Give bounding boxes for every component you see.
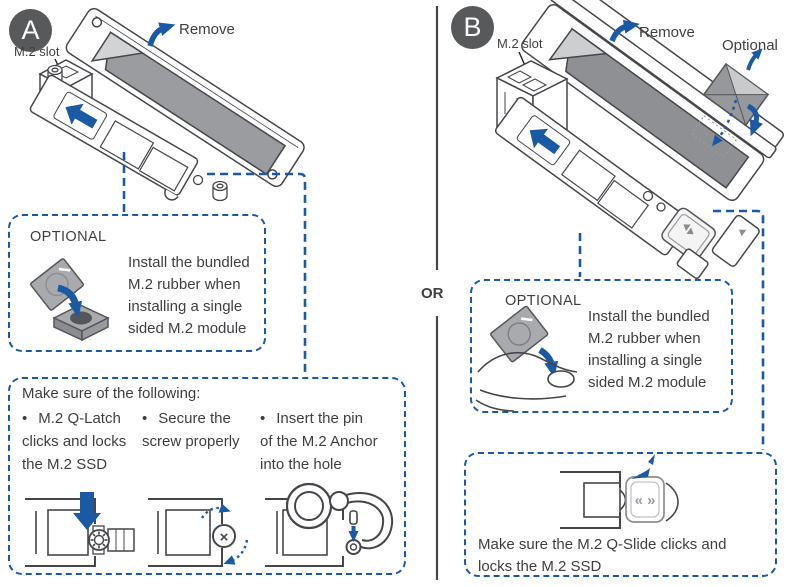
fold-arrow-icon: [746, 103, 763, 137]
ssd-b: [494, 96, 691, 256]
checklist-item-qlatch: • M.2 Q-Latch clicks and locks the M.2 SS…: [22, 407, 140, 476]
step-b-badge: B: [451, 6, 494, 49]
optional-label-b: Optional: [722, 37, 778, 54]
m2-slot-label-b: M.2 slot: [497, 36, 543, 51]
qslide-box-b: [464, 452, 777, 577]
optional-text-b-line: installing a single: [588, 352, 703, 369]
optional-text-a-line: sided M.2 module: [128, 320, 247, 337]
or-label: OR: [421, 285, 444, 302]
remove-arrow-a-icon: [147, 22, 176, 47]
optional-text-a-line: Install the bundled: [128, 254, 250, 271]
optional-text-a-line: M.2 rubber when: [128, 276, 241, 293]
qslide-text-line: Make sure the M.2 Q-Slide clicks and: [478, 536, 727, 553]
standoff-a-1: [47, 64, 63, 85]
checklist-line: of the M.2 Anchor: [260, 433, 378, 450]
checklist-line: clicks and locks: [22, 433, 127, 450]
optional-text-a: Install the bundled M.2 rubber when inst…: [128, 252, 260, 340]
optional-text-a-line: installing a single: [128, 298, 243, 315]
optional-title-b: OPTIONAL: [505, 293, 582, 309]
remove-arrow-b-icon: [609, 19, 640, 43]
ssd-a-screw-hole: [192, 174, 204, 186]
remove-label-b: Remove: [639, 24, 695, 41]
optional-text-b: Install the bundled M.2 rubber when inst…: [588, 306, 724, 394]
bullet-icon: •: [142, 410, 148, 427]
checklist-line: the M.2 SSD: [22, 456, 108, 473]
m2-slot-pointer-b: [518, 51, 534, 82]
optional-box-a: [8, 214, 266, 352]
bullet-icon: •: [260, 410, 266, 427]
checklist-title: Make sure of the following:: [22, 385, 201, 402]
standoff-a-2: [212, 180, 228, 202]
checklist-box-a: [8, 377, 406, 575]
m2-slot-label-a: M.2 slot: [14, 44, 60, 59]
checklist-line: M.2 Q-Latch: [38, 410, 121, 427]
m2-slot-block-a: [38, 59, 94, 116]
peel-arrow-icon: [746, 48, 763, 71]
place-path-dotted: [712, 99, 738, 147]
m2-slot-pointer-a: [54, 58, 69, 86]
checklist-item-screw: • Secure the screw properly: [142, 407, 256, 453]
qslide-assembly: [661, 207, 760, 280]
optional-pad-b: [690, 48, 770, 159]
optional-box-b: [470, 279, 733, 413]
qslide-text-line: locks the M.2 SSD: [478, 558, 602, 575]
checklist-line: into the hole: [260, 456, 342, 473]
ssd-b-hole-1: [642, 190, 654, 202]
checklist-item-anchor: • Insert the pin of the M.2 Anchor into t…: [260, 407, 398, 476]
m2-slot-block-b: [495, 60, 569, 150]
remove-label-a: Remove: [179, 21, 235, 38]
insert-arrow-b-icon: [529, 128, 561, 155]
ssd-b-hole-2: [656, 202, 666, 212]
step-a-letter: A: [21, 15, 40, 45]
bullet-icon: •: [22, 410, 28, 427]
optional-text-b-line: M.2 rubber when: [588, 330, 701, 347]
insert-arrow-a-icon: [65, 103, 98, 129]
optional-text-b-line: Install the bundled: [588, 308, 710, 325]
qslide-text-b: Make sure the M.2 Q-Slide clicks and loc…: [478, 534, 768, 578]
q-slide-arrows-icon: [683, 224, 694, 235]
step-b-letter: B: [463, 12, 482, 42]
checklist-line: Secure the: [158, 410, 231, 427]
step-a-badge: A: [9, 9, 52, 52]
ssd-a: [29, 74, 199, 201]
optional-text-b-line: sided M.2 module: [588, 374, 707, 391]
checklist-line: Insert the pin: [276, 410, 363, 427]
checklist-line: screw properly: [142, 433, 240, 450]
optional-title-a: OPTIONAL: [30, 229, 107, 245]
